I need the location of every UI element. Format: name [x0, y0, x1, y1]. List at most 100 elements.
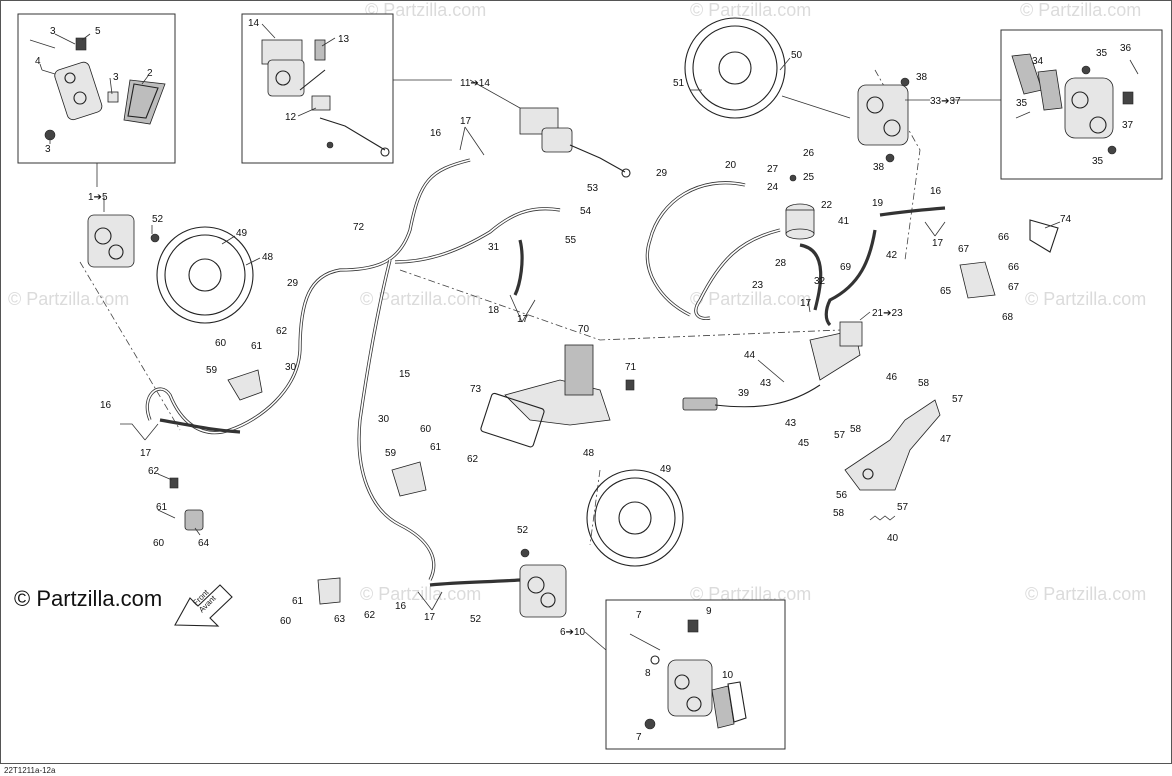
front-left-caliper	[87, 214, 160, 268]
callout-label: 59	[385, 448, 397, 459]
callout-label: 48	[583, 448, 595, 459]
callout-label: 49	[660, 464, 672, 475]
callout-label: 8	[645, 668, 651, 679]
brake-lines	[145, 158, 946, 587]
callout-label: 16	[100, 400, 112, 411]
callout-leader-lines	[39, 23, 1061, 611]
callout-label: 24	[767, 182, 779, 193]
callout-label: 16	[395, 601, 407, 612]
callout-label: 52	[152, 214, 164, 225]
callout-label: 62	[364, 610, 376, 621]
callout-label: 35	[1096, 48, 1108, 59]
callout-label: 47	[940, 434, 952, 445]
callout-label: 64	[198, 538, 210, 549]
callout-label: 57	[834, 430, 846, 441]
callout-label: 30	[285, 362, 297, 373]
callout-label: 61	[251, 341, 263, 352]
callout-label: 44	[744, 350, 756, 361]
rear-bracket-65	[959, 219, 1059, 299]
callout-label: 33➔37	[930, 96, 961, 107]
callout-label: 18	[488, 305, 500, 316]
callout-label: 61	[430, 442, 442, 453]
callout-label: 68	[1002, 312, 1014, 323]
watermark-text: © Partzilla.com	[690, 289, 811, 309]
callout-label: 3	[50, 26, 56, 37]
brake-disc-rear	[684, 17, 786, 119]
hose-holders	[169, 369, 427, 605]
callout-label: 73	[470, 384, 482, 395]
callout-label: 17	[800, 298, 812, 309]
callout-label: 10	[722, 670, 734, 681]
callout-label: 17	[932, 238, 944, 249]
callout-label: 50	[791, 50, 803, 61]
callout-label: 46	[886, 372, 898, 383]
pedal-bracket	[844, 399, 941, 521]
callout-label: 37	[1122, 120, 1134, 131]
watermark-text: © Partzilla.com	[360, 289, 481, 309]
callout-label: 14	[248, 18, 260, 29]
callout-label: 62	[276, 326, 288, 337]
callout-label: 7	[636, 732, 642, 743]
callout-label: 29	[287, 278, 299, 289]
callout-label: 3	[45, 144, 51, 155]
callout-label: 7	[636, 610, 642, 621]
front-right-caliper-inset-parts	[629, 619, 747, 730]
callout-label: 38	[873, 162, 885, 173]
callout-labels: 3 5 4 3 2 3 14 13 12 11➔14 1➔5 52 49 48 …	[35, 18, 1134, 743]
callout-label: 16	[930, 186, 942, 197]
callout-label: 52	[517, 525, 529, 536]
callout-label: 9	[706, 606, 712, 617]
callout-label: 55	[565, 235, 577, 246]
front-direction-arrow: Front Avant	[174, 584, 233, 627]
callout-label: 62	[467, 454, 479, 465]
callout-label: 58	[918, 378, 930, 389]
callout-label: 60	[153, 538, 165, 549]
watermark-text: © Partzilla.com	[365, 0, 486, 20]
callout-label: 71	[625, 362, 637, 373]
callout-label: 25	[803, 172, 815, 183]
callout-label: 61	[156, 502, 168, 513]
watermark-text: © Partzilla.com	[360, 584, 481, 604]
callout-label: 60	[280, 616, 292, 627]
callout-label: 65	[940, 286, 952, 297]
callout-label: 45	[798, 438, 810, 449]
callout-label: 59	[206, 365, 218, 376]
callout-label: 29	[656, 168, 668, 179]
rear-caliper	[857, 77, 910, 163]
callout-label: 17	[460, 116, 472, 127]
callout-label: 49	[236, 228, 248, 239]
callout-label: 66	[998, 232, 1010, 243]
brake-disc-front-left	[156, 226, 254, 324]
callout-label: 58	[833, 508, 845, 519]
callout-label: 22	[821, 200, 833, 211]
callout-label: 39	[738, 388, 750, 399]
callout-label: 38	[916, 72, 928, 83]
callout-label: 27	[767, 164, 779, 175]
callout-label: 52	[470, 614, 482, 625]
callout-label: 61	[292, 596, 304, 607]
callout-label: 32	[814, 276, 826, 287]
callout-label: 51	[673, 78, 685, 89]
callout-label: 11➔14	[460, 78, 490, 89]
watermark-text: © Partzilla.com	[1025, 289, 1146, 309]
callout-label: 66	[1008, 262, 1020, 273]
abs-module-bracket	[480, 344, 635, 448]
callout-label: 17	[140, 448, 152, 459]
master-cylinder-inset-parts	[261, 39, 390, 157]
callout-label: 13	[338, 34, 350, 45]
callout-label: 41	[838, 216, 850, 227]
callout-label: 19	[872, 198, 884, 209]
callout-label: 63	[334, 614, 346, 625]
callout-label: 54	[580, 206, 592, 217]
callout-label: 58	[850, 424, 862, 435]
callout-label: 48	[262, 252, 274, 263]
callout-label: 60	[215, 338, 227, 349]
watermark-text: © Partzilla.com	[1025, 584, 1146, 604]
inset-box-master-cylinder	[241, 13, 394, 164]
inset-connectors	[96, 79, 1001, 651]
callout-label: 70	[578, 324, 590, 335]
brake-pedal	[682, 321, 863, 411]
callout-label: 15	[399, 369, 411, 380]
callout-label: 20	[725, 160, 737, 171]
